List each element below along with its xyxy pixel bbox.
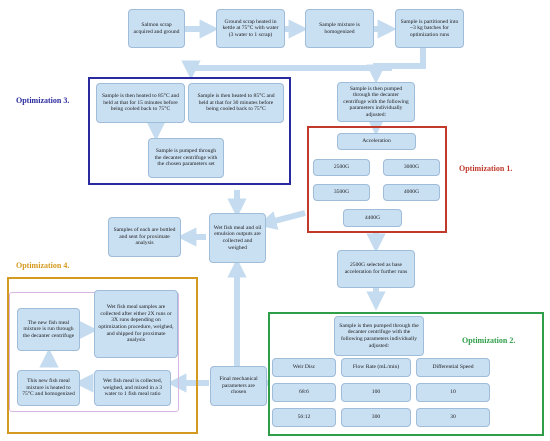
heat-30-box: Sample is then heated to 85°C and held a…	[188, 83, 284, 123]
accel-option-3000g: 3000G	[383, 159, 440, 176]
opt2-intro-box: Sample is then pumped through the decant…	[334, 316, 424, 356]
optimization-1-label: Optimization 1.	[459, 164, 513, 173]
flow-rate-value-2: 300	[341, 408, 411, 427]
pumped-adjusted-box: Sample is then pumped through the decant…	[337, 82, 415, 122]
arrow-partition-to-opt3	[181, 60, 392, 80]
optimization-3-frame	[88, 77, 291, 185]
wet-outputs-box: Wet fish meal and oil emulsion outputs a…	[209, 213, 266, 263]
arrow-opt1-to-wet	[257, 210, 306, 230]
weir-disc-value-1: 68:6	[272, 383, 336, 402]
accel-option-4400g: 4400G	[343, 209, 402, 227]
salmon-scrap-box: Salmon scrap acquired and ground	[128, 9, 185, 48]
collected-mixed-box: Wet fish meal is collected, weighed, and…	[94, 370, 171, 406]
optimization-2-frame	[268, 312, 544, 436]
acceleration-header: Acceleration	[337, 133, 416, 150]
flow-rate-header: Flow Rate (mL/min)	[341, 358, 411, 377]
wet-samples-box: Wet fish meal samples are collected afte…	[94, 290, 178, 358]
differential-speed-header: Differential Speed	[416, 358, 490, 377]
weir-disc-value-2: 56:12	[272, 408, 336, 427]
arrow-partitioned-to-pumped	[366, 46, 426, 84]
optimization-4-frame	[7, 277, 198, 434]
base-acceleration-box: 2500G selected as base acceleration for …	[337, 250, 415, 288]
optimization-4-label: Optimization 4.	[16, 261, 70, 270]
optimization-2-label: Optimization 2.	[462, 336, 516, 345]
new-mixture-run-box: The new fish meal mixture is run through…	[17, 308, 80, 351]
accel-option-3500g: 3500G	[313, 184, 370, 201]
accel-option-4000g: 4000G	[383, 184, 440, 201]
accel-option-2500g: 2500G	[313, 159, 370, 176]
weir-disc-header: Weir Disc	[272, 358, 336, 377]
optimization-3-label: Optimization 3.	[16, 96, 70, 105]
differential-speed-value-1: 10	[416, 383, 490, 402]
flow-rate-value-1: 100	[341, 383, 411, 402]
final-parameters-box: Final mechanical parameters are chosen	[210, 366, 267, 406]
ground-heated-box: Ground scrap heated in kettle at 75°C wi…	[216, 9, 285, 48]
differential-speed-value-2: 30	[416, 408, 490, 427]
new-mixture-heated-box: This new fish meal mixture is heated to …	[17, 370, 80, 406]
pumped-chosen-box: Sample is pumped through the decanter ce…	[148, 138, 224, 178]
heat-15-box: Sample is then heated to 85°C and held a…	[96, 83, 185, 123]
partitioned-box: Sample is partitioned into ~3 kg batches…	[395, 9, 464, 48]
optimization-1-frame	[307, 126, 447, 233]
bottled-box: Samples of each are bottled and sent for…	[108, 217, 181, 257]
homogenized-box: Sample mixture is homogenized	[305, 9, 374, 48]
